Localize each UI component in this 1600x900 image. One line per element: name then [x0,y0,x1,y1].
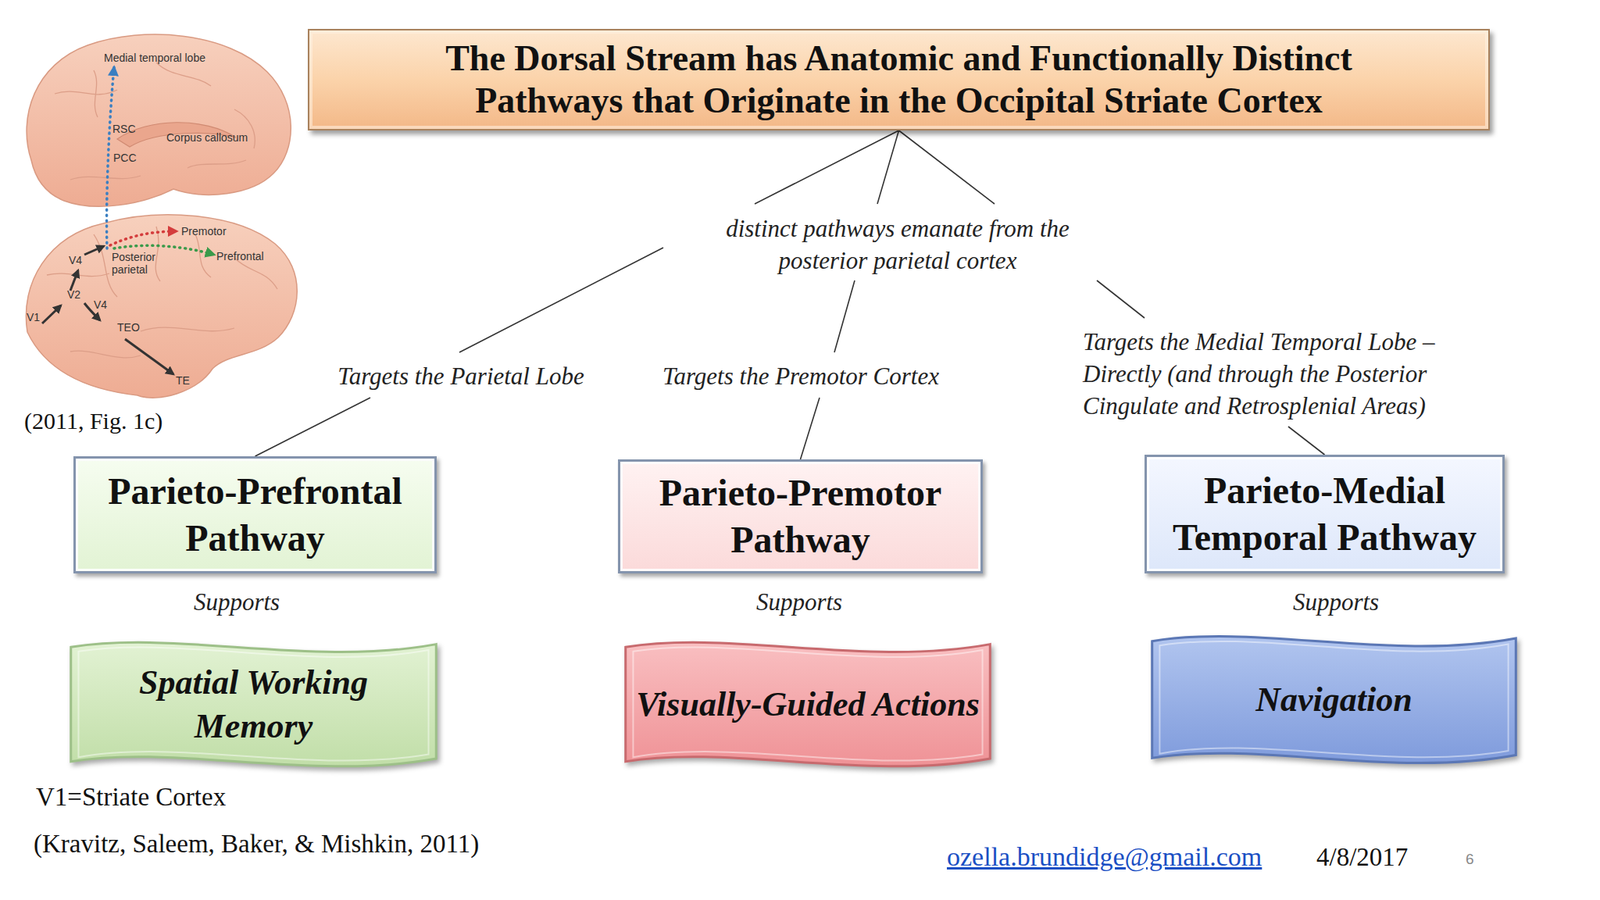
relation-word: Supports [158,585,315,618]
visual-area-arrow [125,339,174,375]
brain-region-label: V4 [68,253,83,267]
banner-outline [1152,636,1517,764]
node-text: Parieto-Premotor Pathway [628,469,973,564]
brain-sulcus [54,62,255,180]
brain-region-label: Corpus callosum [166,131,248,144]
relation-word: Supports [721,585,878,618]
banner-rim [1159,641,1508,758]
connector-label: Targets the Parietal Lobe [304,360,618,393]
figure-caption: (2011, Fig. 1c) [24,406,163,436]
brain-lateral-outline [25,214,297,398]
node-text: Parieto-Prefrontal Pathway [83,467,427,562]
pathway-note: distinct pathways emanate from the poste… [694,212,1101,277]
reference-citation: (Kravitz, Saleem, Baker, & Mishkin, 2011… [33,828,479,860]
pathway-box: Parieto-Premotor Pathway [617,459,983,574]
connector-line [800,130,900,460]
banner-outline [625,642,991,767]
brain-region-label: TE [175,374,190,387]
brain-medial-outline [26,34,291,207]
brain-region-label: V4 [93,298,108,311]
slide-number: 6 [1465,850,1475,869]
brain-region-label: TEO [117,321,140,334]
brain-region-label: V1 [26,310,40,324]
banner-rim [78,646,429,761]
brain-region-label: Medial temporal lobe [103,51,206,65]
connector-label: Targets the Premotor Cortex [636,360,965,393]
dorsal-premotor-arrow [110,231,177,246]
function-banner: Visually-Guided Actions [617,632,998,776]
visual-area-arrow [42,305,61,324]
brain-region-label: Premotor [181,225,227,238]
visual-area-arrow [70,270,79,291]
node-text: The Dorsal Stream has Anatomic and Funct… [340,37,1458,122]
title-box: The Dorsal Stream has Anatomic and Funct… [307,28,1490,131]
abbreviation-note: V1=Striate Cortex [35,781,226,813]
dorsal-medial-arrow [107,67,115,249]
brain-sulcus [46,226,278,358]
banner-rim [632,646,983,761]
function-banner: Navigation [1144,626,1524,773]
banner-outline [71,642,437,767]
slide-date: 4/8/2017 [1316,841,1408,873]
author-email: ozella.brundidge@gmail.com [946,841,1262,873]
brain-region-label: Prefrontal [216,250,265,263]
brain-region-label: RSC [112,122,136,136]
relation-word: Supports [1257,585,1415,618]
connector-line [255,130,900,457]
pathway-box: Parieto-Prefrontal Pathway [73,456,437,574]
node-text: Navigation [1255,678,1412,722]
brain-region-label: Posterior parietal [111,250,175,276]
visual-area-arrow [84,246,104,255]
node-text: Visually-Guided Actions [635,682,980,727]
brain-region-label: PCC [113,151,137,165]
connector-label: Targets the Medial Temporal Lobe – Direc… [1082,325,1497,422]
brain-region-label: V2 [67,288,81,301]
banner-shape [63,632,444,776]
pathway-box: Parieto-Medial Temporal Pathway [1144,454,1505,574]
function-banner: Spatial Working Memory [63,632,444,776]
node-text: Spatial Working Memory [78,660,429,749]
node-text: Parieto-Medial Temporal Pathway [1154,467,1495,561]
